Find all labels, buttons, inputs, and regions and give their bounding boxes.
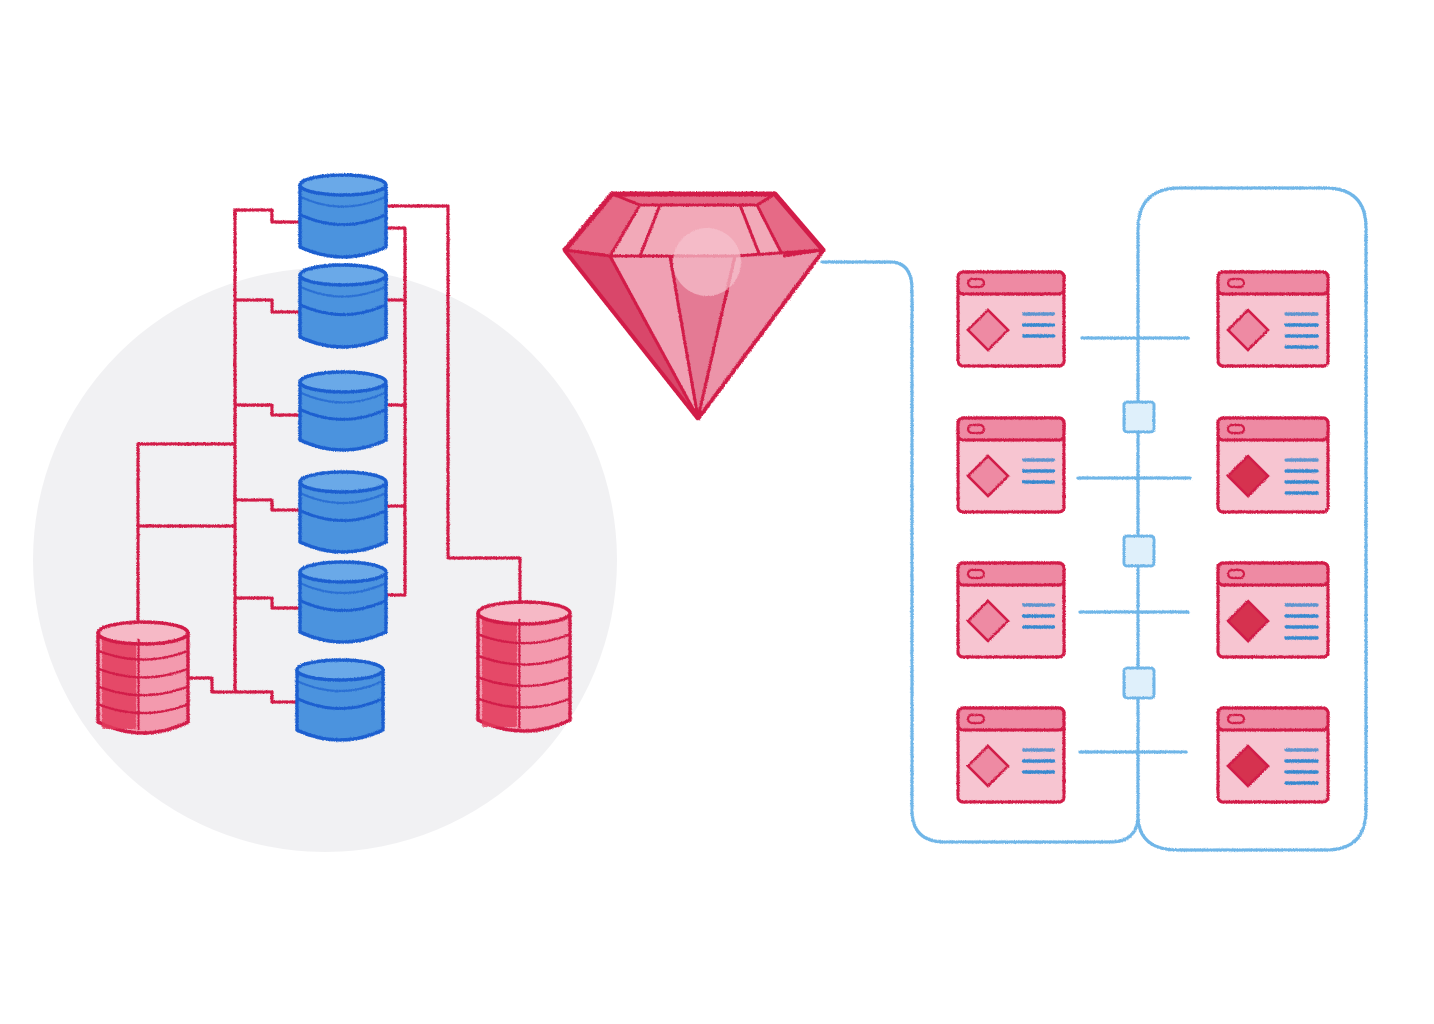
browser-window-icon xyxy=(1216,706,1330,804)
database-cylinder-icon xyxy=(298,470,388,554)
pipe-top-loop xyxy=(384,204,522,607)
database-cylinder-icon xyxy=(298,263,388,349)
pipe-branch-4 xyxy=(233,498,302,512)
blue-database-stack xyxy=(295,173,388,742)
connector-node-icon xyxy=(1122,666,1156,700)
browser-window-icon xyxy=(1216,416,1330,514)
database-cylinder-icon xyxy=(298,173,388,259)
browser-window-icon xyxy=(1216,270,1330,368)
pipe-bottom xyxy=(188,676,300,704)
red-database-group xyxy=(96,600,572,735)
connector-node-icon xyxy=(1122,400,1156,434)
connector-node-icon xyxy=(1122,534,1156,568)
browser-window-icon xyxy=(1216,561,1330,659)
browser-window-icon xyxy=(956,706,1066,804)
container-right xyxy=(1136,186,1368,852)
database-cylinder-icon xyxy=(298,560,388,644)
connection-lines xyxy=(820,186,1368,852)
pipe-branch-1 xyxy=(233,208,302,224)
background-circle xyxy=(33,268,617,852)
pipe-network xyxy=(136,204,522,704)
database-cylinder-icon xyxy=(476,600,572,733)
browser-window-grid xyxy=(956,270,1330,804)
database-cylinder-icon xyxy=(295,658,385,742)
database-cylinder-icon xyxy=(96,620,190,735)
ruby-highlight xyxy=(673,228,741,296)
pipe-branch-5 xyxy=(233,596,302,610)
browser-window-icon xyxy=(956,270,1066,368)
connector-node-group xyxy=(1122,400,1156,700)
pipe-branch-3 xyxy=(233,403,302,417)
ruby-link xyxy=(820,260,1140,844)
browser-window-icon xyxy=(956,416,1066,514)
pipe-right-return xyxy=(384,226,407,597)
pipe-branch-2 xyxy=(233,298,302,314)
database-cylinder-icon xyxy=(298,370,388,452)
ruby-crown-lines xyxy=(564,192,824,258)
pipe-left-frame xyxy=(136,442,237,622)
ruby-gem-icon xyxy=(562,191,826,421)
browser-window-icon xyxy=(956,561,1066,659)
ruby-facet-right xyxy=(696,248,825,420)
